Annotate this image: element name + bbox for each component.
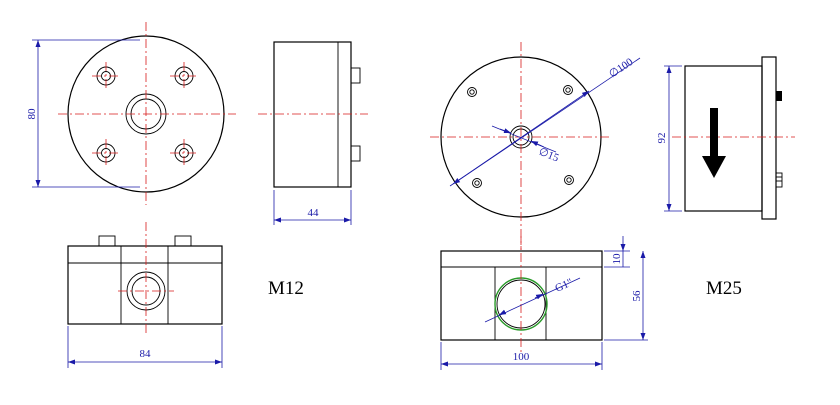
- m25-side-fitting: [775, 172, 783, 188]
- m12-depth-label: 44: [308, 207, 320, 219]
- m25-side-body: [684, 65, 763, 212]
- m25-thread-label: G1": [553, 276, 574, 294]
- flow-direction-arrow-icon: [702, 108, 726, 178]
- m25-width-dimension: 100: [440, 342, 603, 370]
- m25-top-thickness-dimension: 10: [604, 236, 630, 268]
- m12-front-view: [58, 22, 236, 205]
- m25-front-view: [430, 42, 612, 250]
- m25-side-fitting: [776, 91, 782, 101]
- m25-height-dimension: 92: [656, 65, 682, 212]
- m25-body-height-dimension: 56: [604, 251, 648, 341]
- m12-height-label: 80: [26, 108, 38, 120]
- m25-outer-diameter-dimension: ∅100: [449, 56, 641, 187]
- m25-model-label: M25: [706, 278, 742, 299]
- m25-width-label: 100: [513, 351, 530, 363]
- m25-bolt-hole: [467, 87, 477, 97]
- m25-bottom-view: [440, 236, 603, 352]
- m25-bore-diameter-dimension: ∅15: [491, 125, 561, 165]
- m12-bottom-fitting: [98, 235, 116, 247]
- m25-top-thickness-label: 10: [611, 253, 623, 265]
- m12-width-label: 84: [140, 348, 152, 360]
- m12-bottom-view: [67, 222, 223, 336]
- m25-bolt-hole: [472, 178, 482, 188]
- m25-body-height-label: 56: [631, 290, 643, 302]
- m12-side-fitting: [350, 67, 361, 84]
- m12-bottom-fitting: [174, 235, 192, 247]
- m12-side-fitting: [350, 145, 361, 162]
- m12-model-label: M12: [268, 278, 304, 299]
- m12-side-body: [273, 41, 352, 188]
- m25-bottom-body: [440, 250, 603, 341]
- m12-height-dimension: 80: [26, 39, 140, 188]
- m25-outer-diameter-label: ∅100: [607, 56, 636, 81]
- m25-side-view: [672, 56, 795, 220]
- m12-side-view: [258, 41, 368, 188]
- m25-bolt-hole: [564, 175, 574, 185]
- m25-bolt-hole: [563, 85, 573, 95]
- m12-bottom-body: [67, 245, 223, 325]
- m12-width-dimension: 84: [67, 326, 223, 368]
- m12-depth-dimension: 44: [273, 190, 352, 225]
- m25-height-label: 92: [656, 133, 668, 144]
- m25-side-flange: [761, 56, 777, 220]
- m25-bore-diameter-label: ∅15: [537, 146, 561, 165]
